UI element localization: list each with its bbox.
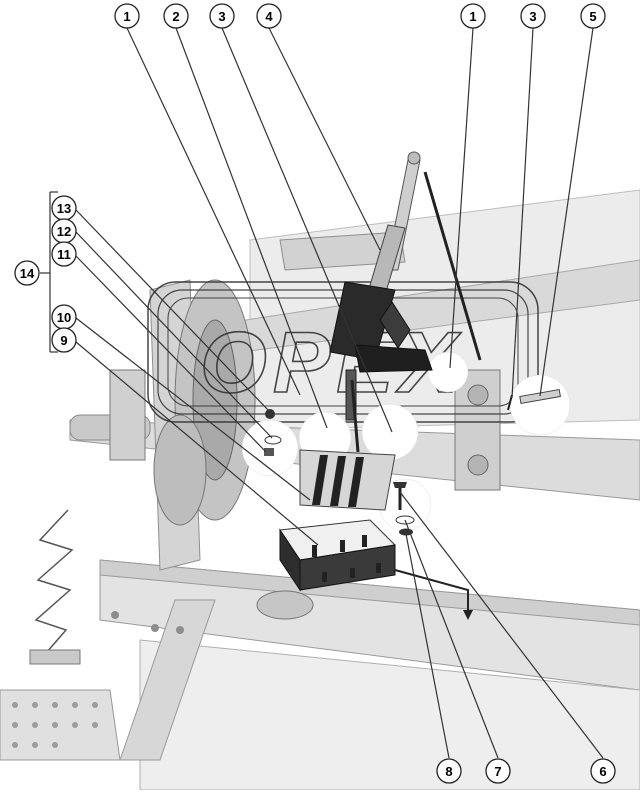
callout: 3 xyxy=(520,3,546,29)
callout-label: 13 xyxy=(57,201,71,216)
callout: 2 xyxy=(163,3,189,29)
callouts: 1 2 3 4 1 3 5 13 xyxy=(14,3,616,784)
callout-label: 14 xyxy=(20,266,35,281)
callout: 5 xyxy=(580,3,606,29)
callout-label: 1 xyxy=(469,9,476,24)
loose-fasteners xyxy=(264,171,561,536)
callout: 1 xyxy=(460,3,486,29)
callout-group: 14 xyxy=(14,260,40,286)
callout: 4 xyxy=(256,3,282,29)
callout: 12 xyxy=(51,218,77,244)
callout-label: 2 xyxy=(172,9,179,24)
callout-label: 5 xyxy=(589,9,596,24)
callout-label: 3 xyxy=(218,9,225,24)
callout: 6 xyxy=(590,758,616,784)
callout-label: 9 xyxy=(60,333,67,348)
callout: 11 xyxy=(51,241,77,267)
callout: 9 xyxy=(51,327,77,353)
callout-label: 10 xyxy=(57,310,71,325)
linear-actuator xyxy=(329,151,433,421)
callout-label: 11 xyxy=(57,247,71,262)
callout-label: 4 xyxy=(265,9,273,24)
callout: 8 xyxy=(436,758,462,784)
leader-lines xyxy=(40,27,604,759)
callout: 13 xyxy=(51,195,77,221)
callout-label: 6 xyxy=(599,764,606,779)
callout: 3 xyxy=(209,3,235,29)
callout-label: 3 xyxy=(529,9,536,24)
mounting-brackets xyxy=(279,449,473,620)
callout: 7 xyxy=(485,758,511,784)
callout-label: 8 xyxy=(445,764,452,779)
callout-label: 12 xyxy=(57,224,71,239)
callout: 10 xyxy=(51,304,77,330)
callout: 1 xyxy=(114,3,140,29)
callout-label: 7 xyxy=(494,764,501,779)
callout-label: 1 xyxy=(123,9,130,24)
